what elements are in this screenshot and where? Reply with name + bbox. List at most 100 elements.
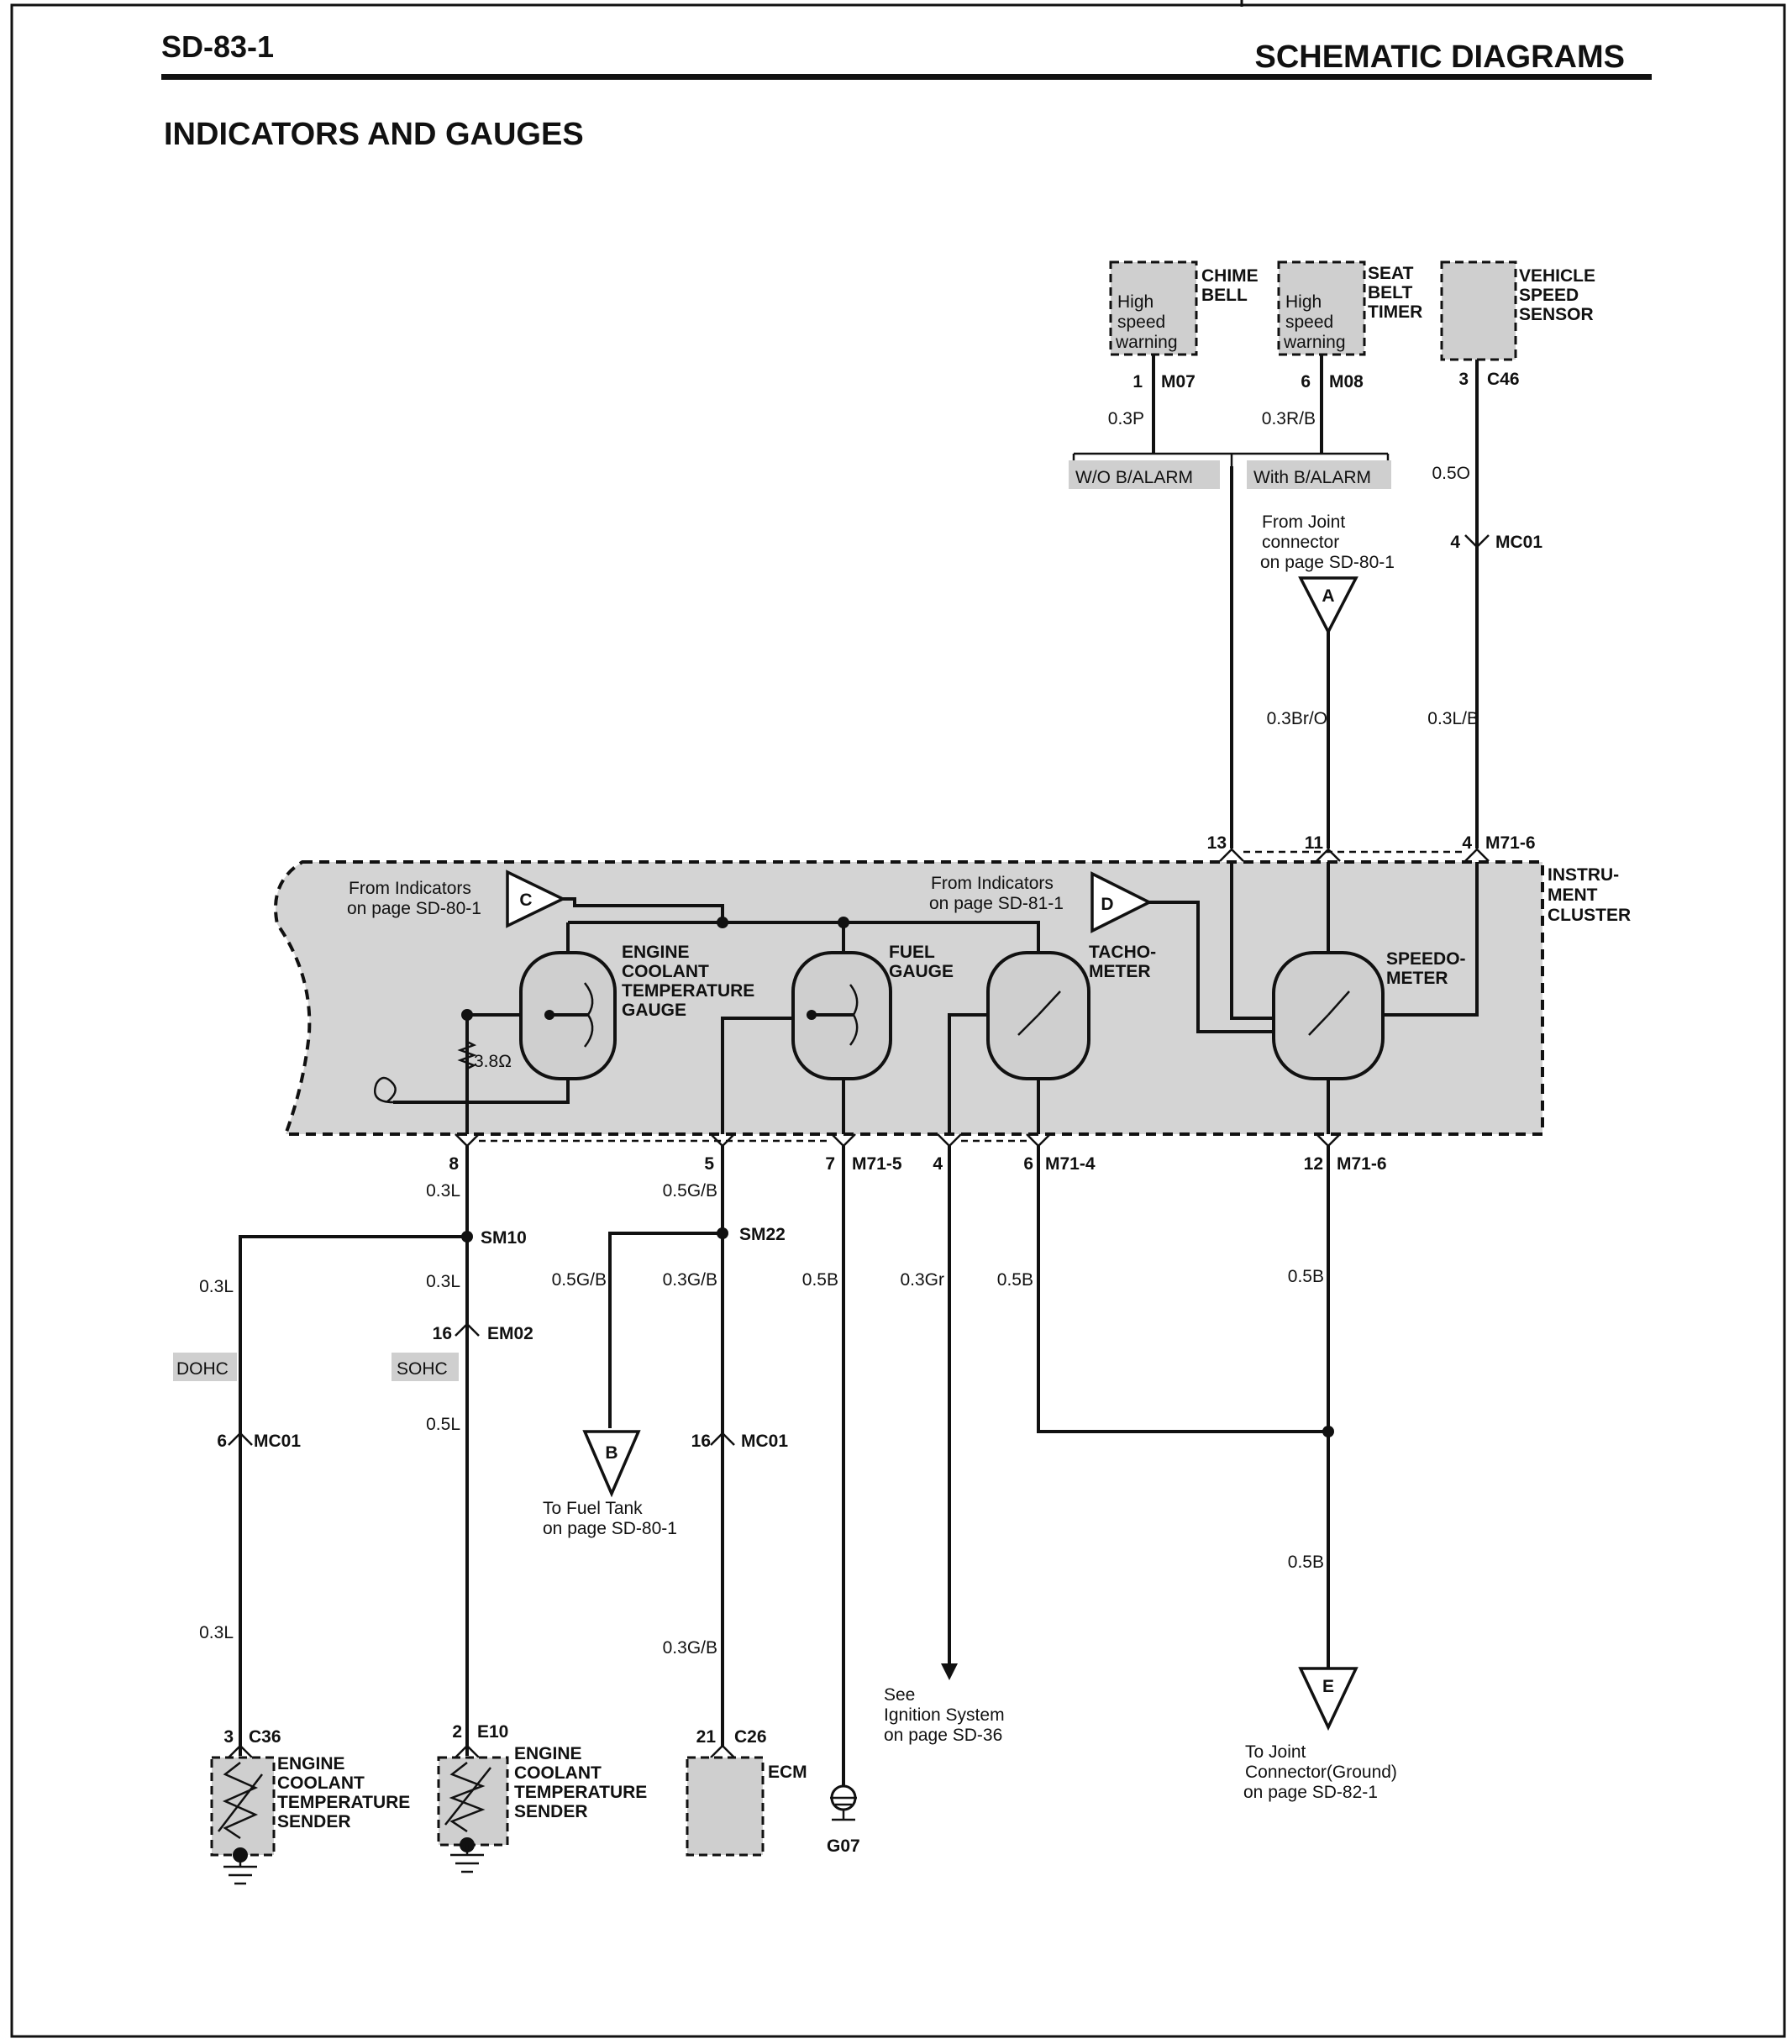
variant-dohc: DOHC (176, 1359, 229, 1379)
svg-text:0.3G/B: 0.3G/B (663, 1270, 717, 1290)
tachometer: TACHO- METER (948, 943, 1156, 1134)
svg-text:0.5G/B: 0.5G/B (552, 1270, 607, 1290)
svg-text:2: 2 (452, 1722, 462, 1742)
fuel-ecm-wiring: 0.5G/B SM22 0.5G/B 0.3G/B 16 MC01 0.3G/B (552, 1146, 788, 1747)
svg-text:11: 11 (1305, 833, 1324, 853)
svg-text:on page SD-80-1: on page SD-80-1 (347, 899, 481, 918)
svg-text:SPEEDO-: SPEEDO- (1386, 949, 1466, 969)
svg-text:0.5G/B: 0.5G/B (663, 1181, 717, 1201)
svg-text:0.3L: 0.3L (426, 1181, 460, 1201)
svg-text:C: C (519, 891, 532, 910)
coolant-sender-wiring: SM10 0.3L 0.3L 0.3L 16 EM02 SOHC DOHC 0.… (173, 1146, 533, 1756)
svg-text:BELL: BELL (1201, 286, 1248, 305)
svg-text:SPEED: SPEED (1519, 286, 1579, 305)
svg-text:From Indicators: From Indicators (931, 874, 1054, 893)
svg-text:ENGINE: ENGINE (514, 1744, 582, 1763)
svg-text:4: 4 (933, 1154, 943, 1174)
speedometer: SPEEDO- METER (1230, 862, 1479, 1134)
svg-text:C26: C26 (734, 1727, 767, 1747)
svg-text:TACHO-: TACHO- (1089, 943, 1156, 962)
coolant-temp-gauge: ENGINE COOLANT TEMPERATURE GAUGE 3.8Ω (374, 943, 754, 1134)
fuel-gauge: FUEL GAUGE (721, 943, 954, 1134)
svg-text:on page SD-81-1: on page SD-81-1 (929, 894, 1064, 913)
svg-text:COOLANT: COOLANT (514, 1763, 602, 1783)
svg-text:C36: C36 (249, 1727, 281, 1747)
svg-text:MC01: MC01 (1495, 533, 1542, 552)
svg-text:connector: connector (1262, 533, 1339, 552)
svg-text:on page SD-82-1: on page SD-82-1 (1243, 1783, 1378, 1802)
svg-text:COOLANT: COOLANT (277, 1773, 365, 1793)
svg-text:MC01: MC01 (741, 1432, 788, 1451)
svg-text:M07: M07 (1161, 372, 1196, 391)
svg-text:To Fuel Tank: To Fuel Tank (543, 1499, 643, 1518)
svg-text:0.5L: 0.5L (426, 1415, 460, 1434)
svg-text:16: 16 (433, 1324, 452, 1343)
svg-text:0.5B: 0.5B (1288, 1553, 1324, 1572)
svg-text:METER: METER (1089, 962, 1151, 981)
ecm: 21 C26 ECM (686, 1727, 807, 1857)
svg-text:3: 3 (223, 1727, 234, 1747)
svg-text:CLUSTER: CLUSTER (1548, 906, 1631, 925)
svg-text:SENDER: SENDER (514, 1802, 588, 1821)
svg-text:TEMPERATURE: TEMPERATURE (622, 981, 754, 1001)
svg-text:ECM: ECM (768, 1763, 807, 1782)
connector-m71-6-top: 13 11 4 M71-6 (1207, 833, 1536, 862)
svg-text:To Joint: To Joint (1245, 1742, 1306, 1762)
svg-text:C46: C46 (1487, 370, 1520, 389)
svg-text:5: 5 (704, 1154, 714, 1174)
svg-text:0.5B: 0.5B (997, 1270, 1033, 1290)
svg-text:TEMPERATURE: TEMPERATURE (514, 1783, 647, 1802)
svg-text:0.3G/B: 0.3G/B (663, 1638, 717, 1658)
svg-text:TEMPERATURE: TEMPERATURE (277, 1793, 410, 1812)
svg-text:0.5O: 0.5O (1432, 464, 1470, 483)
svg-text:B: B (605, 1443, 617, 1463)
svg-text:on page SD-80-1: on page SD-80-1 (1260, 553, 1395, 572)
connector-m71-4: 4 6 M71-4 (933, 1133, 1096, 1174)
svg-text:SENSOR: SENSOR (1519, 305, 1594, 324)
svg-text:7: 7 (825, 1154, 835, 1174)
alarm-variant-wiring: W/O B/ALARM With B/ALARM 0.3P 0.3R/B (1069, 355, 1391, 849)
svg-text:0.5B: 0.5B (802, 1270, 838, 1290)
page-code: SD-83-1 (161, 29, 274, 64)
svg-text:0.3L: 0.3L (199, 1623, 234, 1642)
svg-text:M08: M08 (1329, 372, 1364, 391)
connector-m71-5: 8 5 7 M71-5 (449, 1133, 902, 1174)
svg-text:METER: METER (1386, 969, 1448, 988)
svg-text:SENDER: SENDER (277, 1812, 351, 1831)
variant-sohc: SOHC (397, 1359, 448, 1379)
svg-text:See: See (884, 1685, 915, 1705)
svg-text:0.3L/B: 0.3L/B (1427, 709, 1479, 728)
svg-text:ENGINE: ENGINE (622, 943, 690, 962)
svg-text:16: 16 (691, 1432, 711, 1451)
page-border (10, 3, 1786, 2038)
header-rule (161, 74, 1652, 80)
svg-text:warning: warning (1283, 333, 1346, 352)
svg-text:ENGINE: ENGINE (277, 1754, 345, 1773)
svg-text:M71-5: M71-5 (852, 1154, 902, 1174)
cluster-label: INSTRU- (1548, 865, 1619, 885)
svg-text:0.5B: 0.5B (1288, 1267, 1324, 1286)
svg-text:8: 8 (449, 1154, 459, 1174)
svg-text:BELT: BELT (1368, 283, 1412, 302)
svg-text:0.3Br/O: 0.3Br/O (1267, 709, 1327, 728)
cluster-supply-bus (566, 917, 1040, 953)
svg-text:COOLANT: COOLANT (622, 962, 709, 981)
reference-c: From Indicators on page SD-80-1 C (347, 870, 724, 928)
svg-text:SEAT: SEAT (1368, 264, 1414, 283)
svg-text:6: 6 (217, 1432, 227, 1451)
svg-text:warning: warning (1115, 333, 1178, 352)
svg-text:SM10: SM10 (481, 1228, 527, 1248)
reference-d: From Indicators on page SD-81-1 D (929, 871, 1274, 1033)
svg-text:A: A (1322, 586, 1334, 606)
svg-text:MENT: MENT (1548, 885, 1598, 905)
svg-text:speed: speed (1285, 313, 1333, 332)
seat-belt-timer: High speed warning SEAT BELT TIMER 6 M08 (1277, 260, 1422, 391)
svg-text:13: 13 (1207, 833, 1227, 853)
page-title: INDICATORS AND GAUGES (164, 117, 584, 152)
svg-text:M71-6: M71-6 (1485, 833, 1536, 853)
svg-text:GAUGE: GAUGE (622, 1001, 686, 1020)
svg-text:M71-6: M71-6 (1337, 1154, 1387, 1174)
svg-text:High: High (1117, 292, 1154, 312)
svg-text:EM02: EM02 (487, 1324, 533, 1343)
ignition-reference: 0.3Gr See Ignition System on page SD-36 (884, 1146, 1005, 1745)
